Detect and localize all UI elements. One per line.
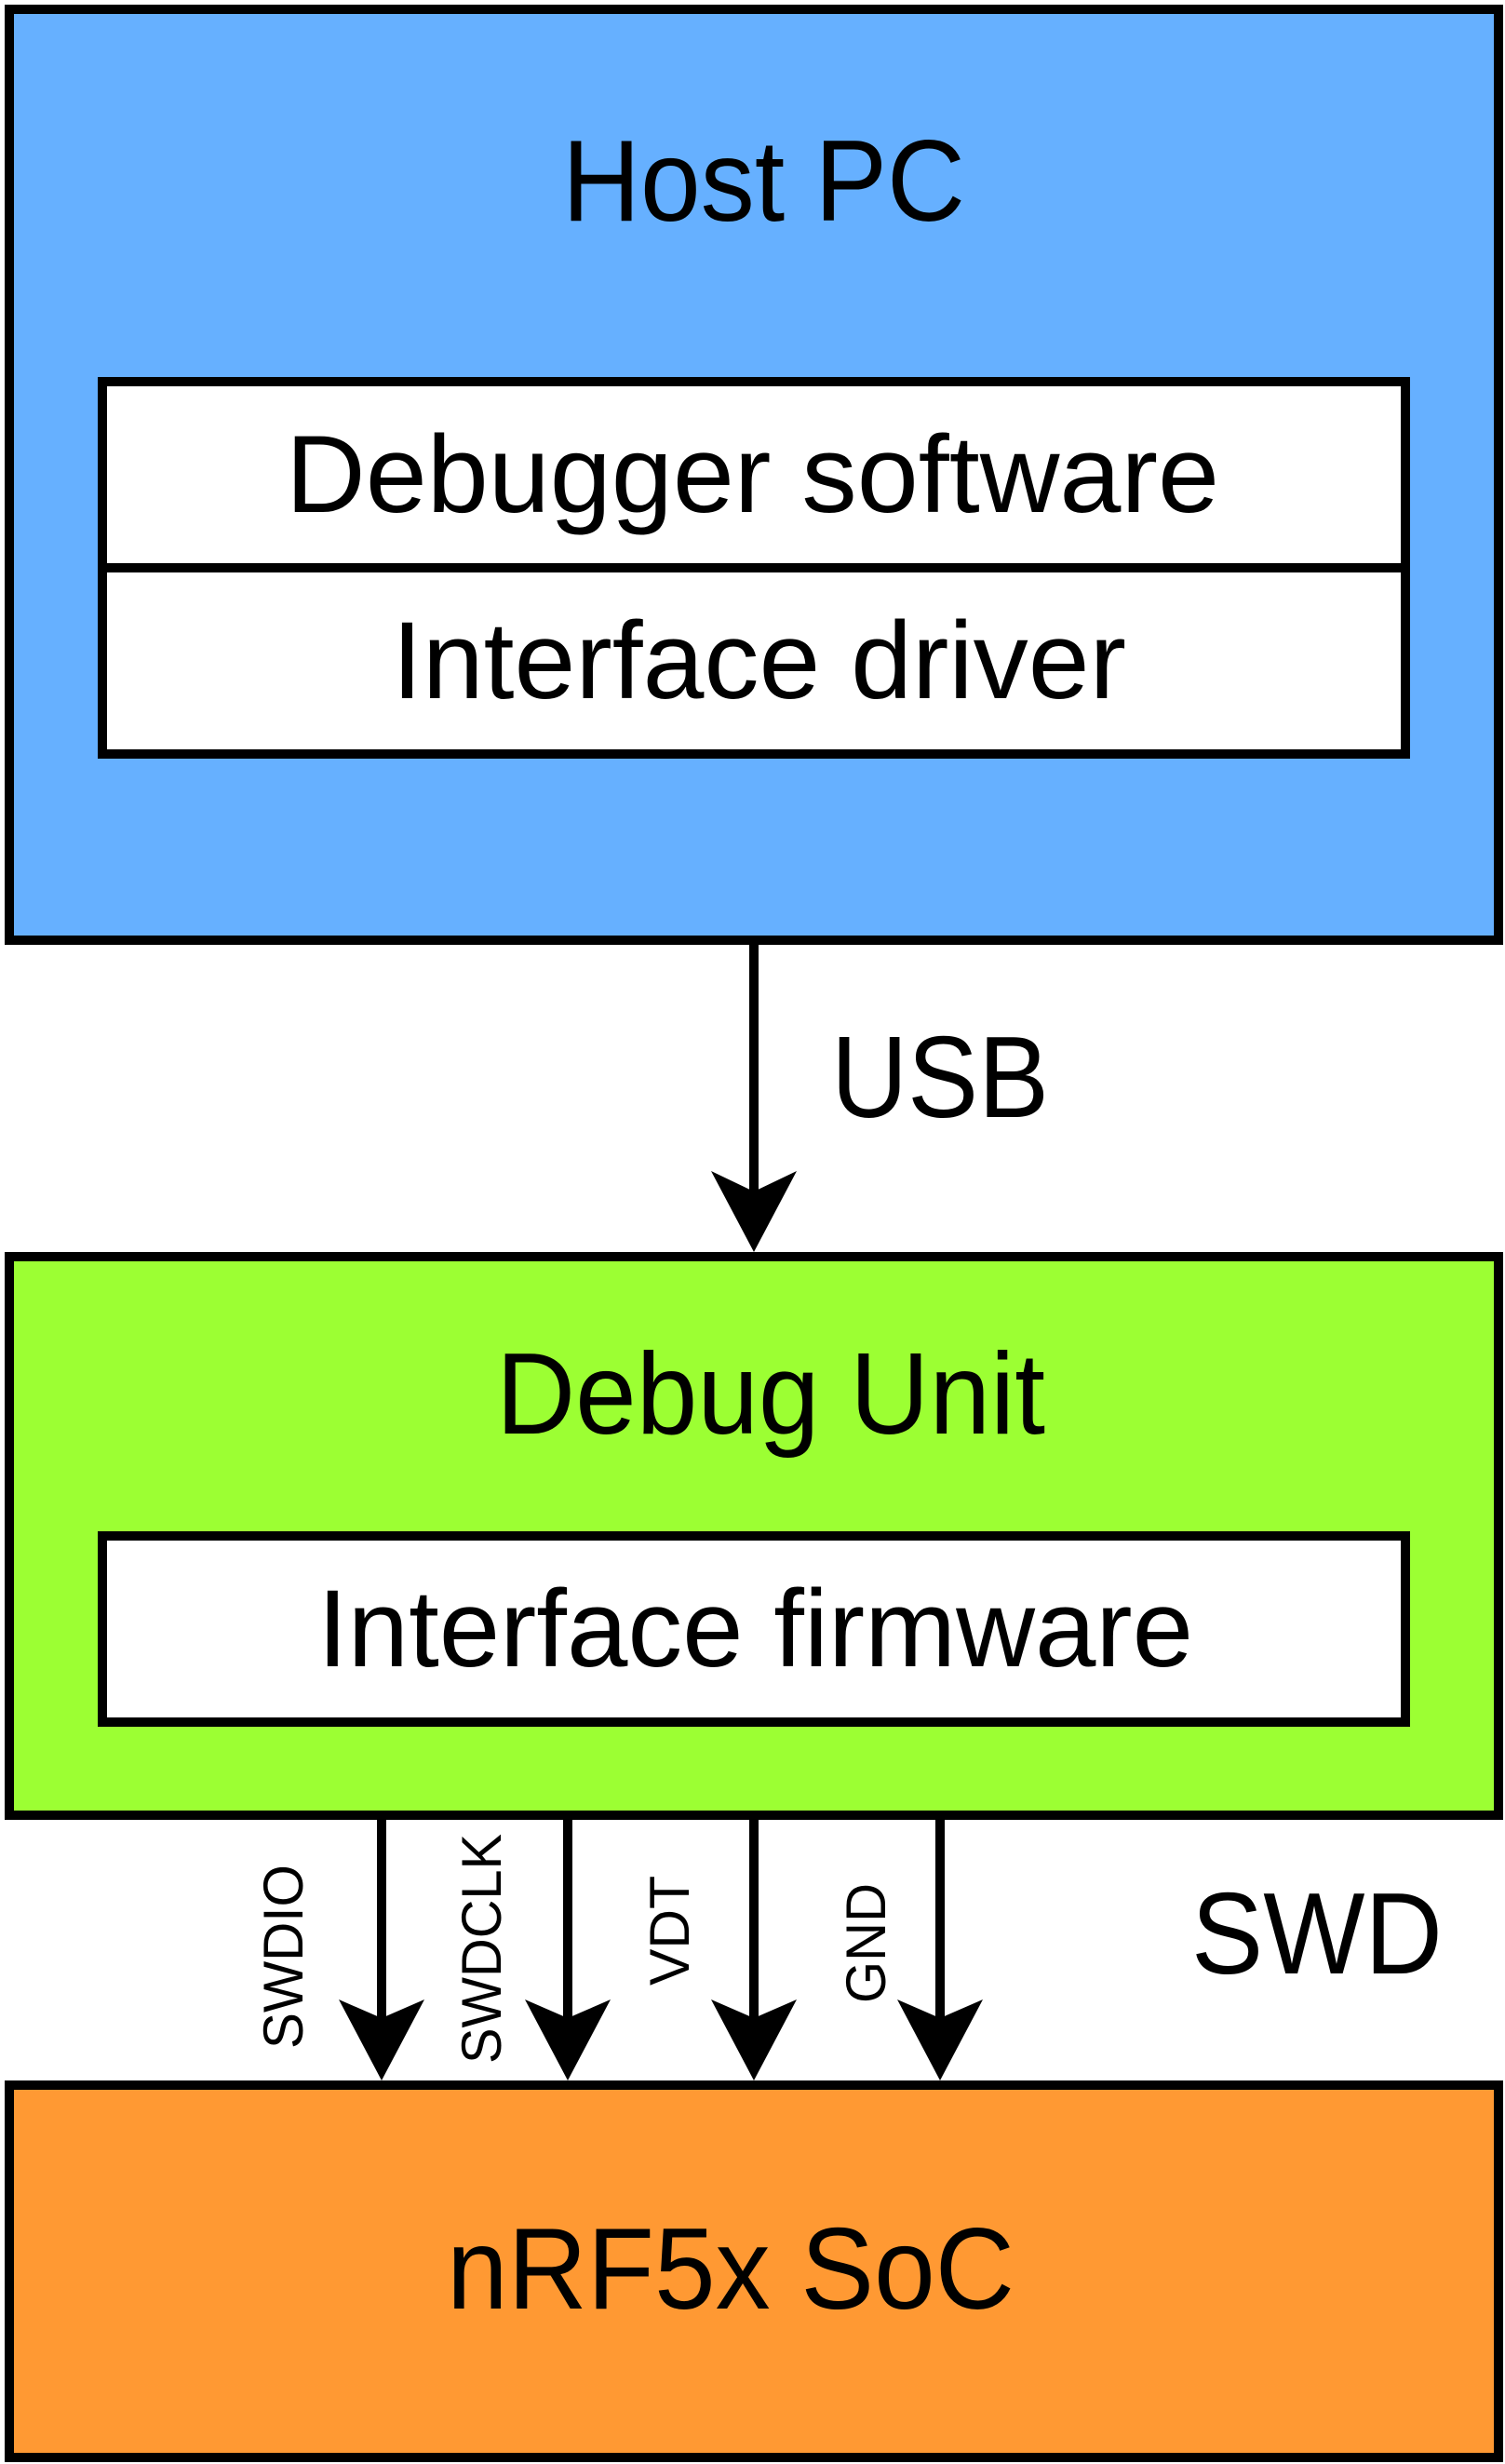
gnd-arrowhead-icon: [897, 1999, 983, 2080]
soc-label: nRF5x SoC: [447, 2205, 1015, 2334]
interface-driver-label: Interface driver: [392, 599, 1126, 722]
gnd-label: GND: [835, 1883, 897, 2003]
swdio-arrowhead-icon: [339, 1999, 424, 2080]
swd-signal-lines: [339, 1820, 983, 2080]
host-pc-block: Host PC Debugger software Interface driv…: [5, 5, 1503, 945]
swd-label: SWD: [1191, 1870, 1443, 1999]
host-software-stack: Debugger software Interface driver: [98, 377, 1410, 759]
swdclk-arrowhead-icon: [525, 1999, 611, 2080]
usb-arrowhead-icon: [711, 1171, 797, 1252]
soc-box: [5, 2080, 1503, 2462]
debugger-software-label: Debugger software: [286, 413, 1219, 536]
swd-connection: SWDIO SWDCLK VDT GND SWD: [252, 1820, 1443, 2080]
soc-block: nRF5x SoC: [5, 2080, 1503, 2462]
vdt-arrowhead-icon: [711, 1999, 797, 2080]
debug-unit-label: Debug Unit: [496, 1330, 1045, 1459]
swdio-label: SWDIO: [252, 1865, 315, 2049]
interface-driver-box: [98, 563, 1410, 759]
host-pc-label: Host PC: [562, 117, 965, 246]
debug-unit-block: Debug Unit Interface firmware: [5, 1252, 1503, 1820]
vdt-label: VDT: [638, 1876, 701, 1986]
interface-firmware-label: Interface firmware: [317, 1568, 1193, 1690]
interface-firmware-box: [98, 1531, 1410, 1727]
swdclk-label: SWDCLK: [450, 1834, 513, 2064]
debugger-software-box: [98, 377, 1410, 572]
usb-connection: USB: [711, 945, 1049, 1252]
usb-label: USB: [831, 1014, 1049, 1142]
